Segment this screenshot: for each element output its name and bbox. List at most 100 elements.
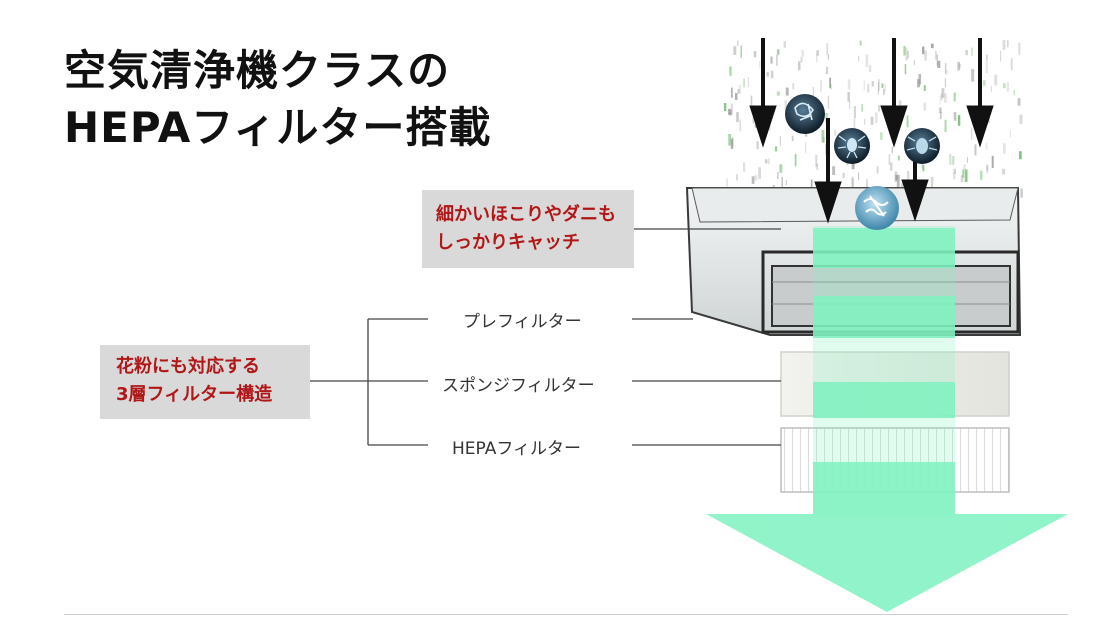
dust-speck [906, 115, 909, 128]
dust-speck [971, 69, 975, 82]
dust-speck [774, 146, 778, 152]
sponge-filter-label: スポンジフィルター [442, 376, 595, 396]
dust-speck [729, 110, 732, 116]
dust-speck [957, 61, 961, 71]
dust-speck [830, 83, 832, 90]
dust-speck [1002, 40, 1006, 50]
dust-speck [883, 88, 885, 95]
dust-speck [881, 83, 884, 88]
dust-speck [965, 50, 968, 56]
dust-speck [876, 166, 879, 174]
dust-speck [739, 119, 741, 132]
dust-speck [906, 51, 909, 59]
dust-speck [867, 83, 870, 93]
dust-speck [985, 60, 988, 74]
dust-speck [861, 103, 863, 112]
dust-speck [957, 115, 961, 126]
dust-speck [754, 123, 757, 128]
dust-speck [815, 154, 818, 167]
dust-speck [776, 91, 780, 96]
dust-speck [936, 54, 938, 67]
dust-speck [736, 174, 738, 181]
dust-speck [868, 65, 872, 72]
dust-speck [736, 112, 739, 122]
dust-speck [888, 154, 891, 165]
dust-mite-icon [904, 128, 940, 164]
dust-speck [980, 170, 983, 180]
dust-speck [784, 100, 787, 110]
dust-speck [740, 45, 742, 58]
dust-speck [859, 40, 862, 46]
dust-speck [964, 169, 968, 182]
dust-speck [737, 40, 739, 46]
dust-speck [937, 60, 941, 68]
dust-speck [1003, 83, 1006, 89]
dust-speck [853, 106, 856, 119]
dust-speck [728, 134, 731, 146]
hepa-filter-label: HEPAフィルター [452, 439, 581, 459]
down-arrow-icon [749, 38, 842, 224]
dust-speck [779, 164, 783, 173]
callout-line-1: 花粉にも対応する [116, 356, 260, 377]
dust-speck [930, 43, 934, 49]
dust-speck [1010, 58, 1013, 71]
dust-speck [791, 135, 794, 142]
dust-speck [1000, 51, 1002, 62]
dust-speck [897, 155, 900, 161]
title-line-2: HEPAフィルター搭載 [64, 103, 492, 152]
leader-lines [310, 228, 781, 446]
dust-speck [825, 113, 829, 123]
callout-line-2: 3層フィルター構造 [116, 384, 273, 405]
dust-speck [864, 119, 866, 125]
dust-speck [730, 87, 733, 98]
dust-speck [849, 100, 851, 109]
dust-speck [754, 175, 758, 181]
dust-speck [940, 112, 942, 119]
dust-speck [971, 127, 973, 140]
dust-speck [770, 56, 773, 64]
dust-speck [805, 131, 808, 137]
dust-speck [939, 107, 942, 114]
dust-speck [952, 156, 955, 165]
dust-speck [730, 138, 734, 149]
dust-speck [785, 87, 789, 96]
dust-speck [810, 179, 813, 187]
dust-speck [779, 136, 781, 146]
dust-speck [747, 76, 750, 88]
dust-speck [922, 46, 925, 55]
dust-speck [953, 168, 956, 175]
dust-speck [869, 138, 871, 145]
dust-speck [1009, 130, 1011, 138]
dust-speck [804, 142, 807, 153]
dust-speck [986, 54, 988, 61]
microbe-icon [785, 94, 825, 134]
dust-speck [986, 164, 989, 171]
dust-speck [768, 158, 770, 165]
dust-speck [733, 46, 737, 55]
callout-line-2: しっかりキャッチ [436, 232, 580, 253]
dust-speck [776, 49, 780, 55]
dust-speck [816, 50, 818, 63]
dust-speck [812, 86, 814, 98]
dust-speck [967, 157, 968, 163]
dust-speck [877, 81, 879, 95]
dust-speck [944, 93, 947, 103]
dust-speck [756, 141, 759, 150]
dust-speck [847, 92, 850, 102]
dust-speck [985, 143, 988, 150]
dust-speck [758, 167, 761, 179]
dust-speck [945, 70, 948, 75]
dust-speck [990, 86, 992, 92]
dust-speck [866, 179, 868, 188]
dust-speck [903, 46, 906, 56]
dust-speck [858, 172, 860, 181]
dust-speck [904, 64, 907, 75]
dust-speck [739, 84, 741, 94]
dust-speck [1019, 114, 1023, 124]
dust-speck [884, 83, 886, 92]
page-title: 空気清浄機クラスの HEPAフィルター搭載 [64, 42, 491, 156]
dust-speck [820, 79, 822, 93]
dust-speck [834, 129, 836, 136]
dust-speck [890, 162, 893, 171]
dust-speck [1006, 82, 1009, 92]
